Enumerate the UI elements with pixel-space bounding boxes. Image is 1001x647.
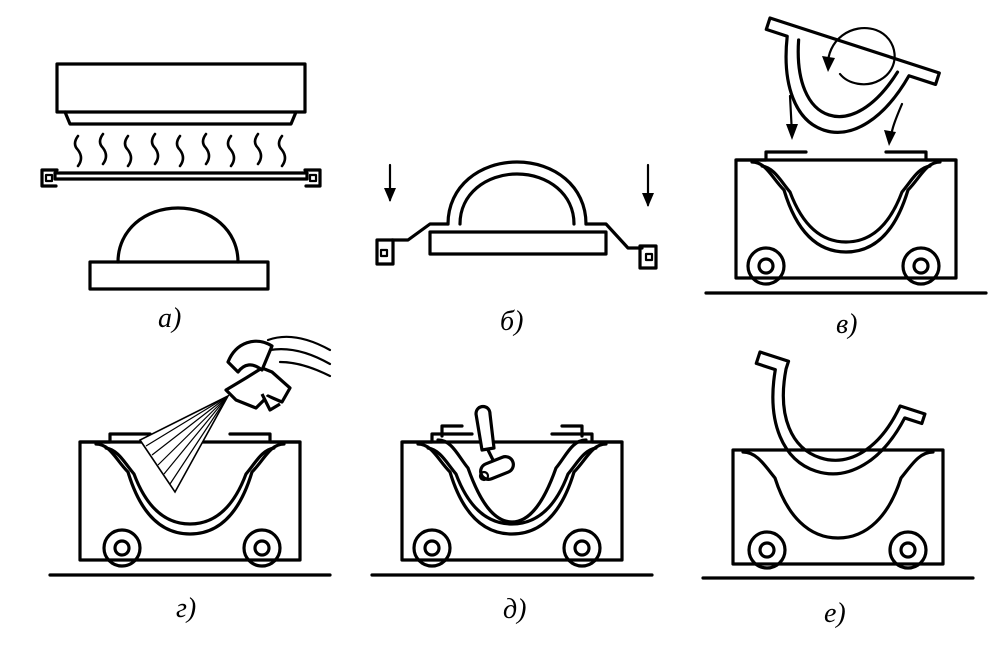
down-arrow-left-icon	[384, 163, 396, 202]
vacuum-form-icon	[375, 160, 658, 270]
panel-e: е)	[701, 350, 975, 629]
spray-gun-icon	[224, 335, 332, 412]
down-arrow-right-icon	[642, 163, 654, 207]
tilted-shell	[764, 16, 941, 134]
mould-cart	[701, 448, 975, 580]
sheet-in-clamps	[40, 168, 322, 188]
panel-label-b: б)	[500, 306, 523, 337]
panel-label-e: е)	[824, 598, 846, 629]
panel-label-d: д)	[503, 594, 527, 625]
panel-label-g: г)	[176, 593, 196, 624]
panel-g: г)	[48, 335, 332, 624]
rotate-arrow-icon	[822, 27, 896, 86]
mould-cart	[370, 424, 654, 577]
panel-a: а)	[40, 62, 322, 334]
panel-label-v: в)	[836, 309, 857, 340]
paint-roller-icon	[474, 404, 515, 482]
placement-arrows	[786, 94, 904, 146]
panel-d: д)	[370, 404, 654, 625]
lifted-shell	[754, 350, 927, 476]
heater-icon	[55, 62, 307, 168]
spray-cone	[138, 394, 230, 494]
dome-mould	[88, 206, 270, 291]
panel-label-a: а)	[158, 303, 181, 334]
panel-b: б)	[375, 160, 658, 337]
panel-v: в)	[704, 16, 988, 340]
mould-cart	[704, 150, 988, 295]
